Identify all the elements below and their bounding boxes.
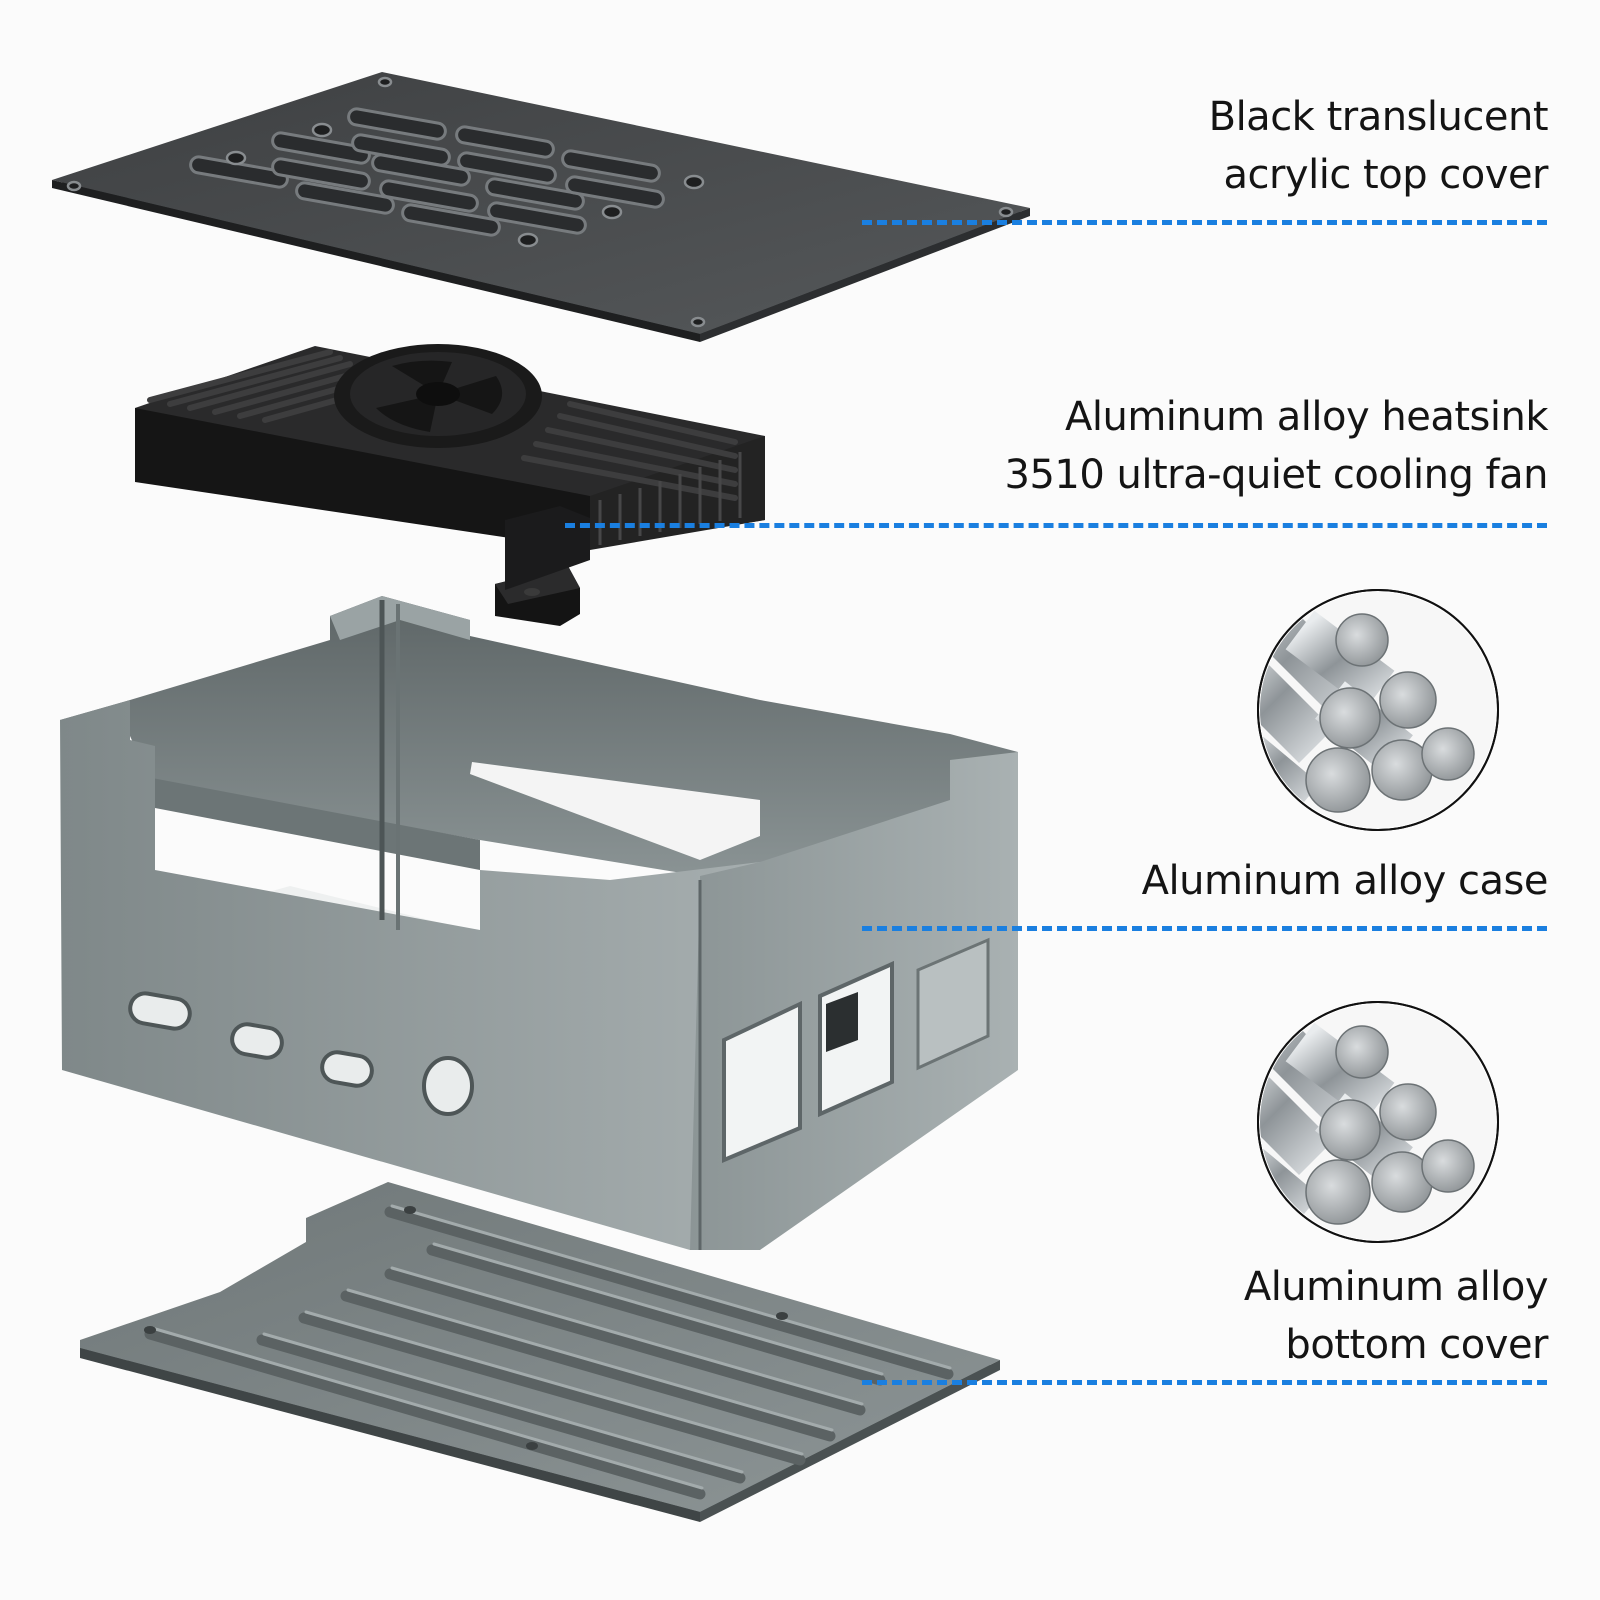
bottom-cover-label-line-1: Aluminum alloy xyxy=(1243,1264,1549,1310)
aluminum-case xyxy=(60,596,1018,1250)
aluminum-rods-icon xyxy=(1257,589,1499,831)
bottom-cover-label-line-2: bottom cover xyxy=(1285,1322,1548,1368)
heatsink-leader-line xyxy=(565,523,1547,528)
bottom-cover-leader-line xyxy=(862,1380,1547,1385)
heatsink-label: Aluminum alloy heatsink 3510 ultra-quiet… xyxy=(1004,388,1549,504)
heatsink-label-line-2: 3510 ultra-quiet cooling fan xyxy=(1004,452,1549,498)
case-label-line-1: Aluminum alloy case xyxy=(1141,858,1549,904)
top-cover-leader-line xyxy=(862,220,1547,225)
heatsink-with-fan xyxy=(135,344,765,626)
aluminum-rods-icon xyxy=(1257,1001,1499,1243)
top-cover-label-line-2: acrylic top cover xyxy=(1223,152,1548,198)
bottom-cover-label: Aluminum alloy bottom cover xyxy=(1243,1258,1549,1374)
heatsink-label-line-1: Aluminum alloy heatsink xyxy=(1064,394,1549,440)
acrylic-top-cover xyxy=(52,72,1030,342)
aluminum-bottom-cover xyxy=(80,1182,1000,1522)
top-cover-label-line-1: Black translucent xyxy=(1208,94,1549,140)
case-label: Aluminum alloy case xyxy=(1141,852,1549,910)
top-cover-label: Black translucent acrylic top cover xyxy=(1208,88,1549,204)
case-leader-line xyxy=(862,926,1547,931)
